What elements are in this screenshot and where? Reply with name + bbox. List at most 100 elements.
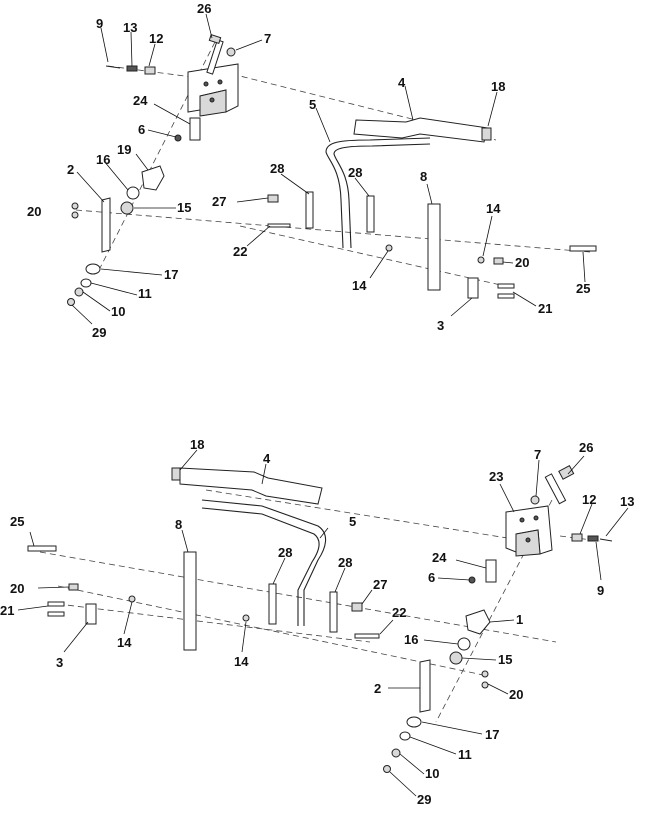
callout-14d: 14 xyxy=(234,654,249,669)
spacer-24 xyxy=(189,117,201,141)
plate-3-b xyxy=(85,603,97,625)
nut-14b xyxy=(477,256,485,264)
plate-28c xyxy=(268,583,277,625)
callout-10: 10 xyxy=(111,304,125,319)
handle-grip-4 xyxy=(353,117,489,143)
bolt-21a xyxy=(497,283,515,289)
callout-5: 5 xyxy=(309,97,316,112)
callout-12-b: 12 xyxy=(582,492,596,507)
callout-11-b: 11 xyxy=(458,747,472,762)
bolt-21b xyxy=(497,293,515,299)
callout-8: 8 xyxy=(420,169,427,184)
callout-15-b: 15 xyxy=(498,652,512,667)
callout-22: 22 xyxy=(233,244,247,259)
callout-23: 23 xyxy=(489,469,503,484)
nut-14c xyxy=(128,595,136,603)
bar-8 xyxy=(427,203,441,291)
callout-26-b: 26 xyxy=(579,440,593,455)
bolt-20e xyxy=(481,681,489,689)
callout-27: 27 xyxy=(212,194,226,209)
pin-9-b xyxy=(599,538,613,542)
washer-17 xyxy=(85,263,101,275)
callout-6: 6 xyxy=(138,122,145,137)
nut-7 xyxy=(226,47,236,57)
callout-26: 26 xyxy=(197,1,211,16)
callout-14b: 14 xyxy=(486,201,501,216)
callout-14a: 14 xyxy=(352,278,367,293)
callout-20b: 20 xyxy=(515,255,529,270)
callout-12: 12 xyxy=(149,31,163,46)
callout-5-b: 5 xyxy=(349,514,356,529)
nut-10-b xyxy=(391,748,401,758)
spring-13-b xyxy=(587,535,599,542)
bottom-assembly: 18 4 25 8 28 28 27 22 20 21 3 14 14 5 23… xyxy=(0,437,634,807)
bolt-20a xyxy=(71,202,79,210)
plate-28a xyxy=(305,191,314,229)
callout-28c: 28 xyxy=(278,545,292,560)
bolt-27 xyxy=(267,194,279,203)
callout-20c: 20 xyxy=(509,687,523,702)
bar-8-b xyxy=(183,551,197,651)
washer-11-b xyxy=(399,731,411,741)
plate-28b xyxy=(366,195,375,233)
callout-7: 7 xyxy=(264,31,271,46)
bushing-12 xyxy=(144,66,156,75)
bolt-21c xyxy=(47,601,65,607)
pivot-bracket xyxy=(187,63,239,117)
callout-10-b: 10 xyxy=(425,766,439,781)
callout-13-b: 13 xyxy=(620,494,634,509)
bolt-22 xyxy=(267,223,291,228)
bushing-15-b xyxy=(449,651,463,665)
nut-14a xyxy=(385,244,393,252)
bolt-25-b xyxy=(27,545,57,552)
callout-29-b: 29 xyxy=(417,792,431,807)
bolt-22-b xyxy=(354,633,380,639)
callout-20: 20 xyxy=(27,204,41,219)
callout-9: 9 xyxy=(96,16,103,31)
callout-7-b: 7 xyxy=(534,447,541,462)
callout-25-b: 25 xyxy=(10,514,24,529)
callout-4: 4 xyxy=(398,75,406,90)
plate-3 xyxy=(467,277,479,299)
callout-1: 1 xyxy=(516,612,523,627)
bolt-20c xyxy=(493,257,504,265)
callout-3-b: 3 xyxy=(56,655,63,670)
bushing-12-b xyxy=(571,533,583,542)
callout-8-b: 8 xyxy=(175,517,182,532)
nut-29-b xyxy=(383,765,391,773)
callout-17: 17 xyxy=(164,267,178,282)
bolt-26-b xyxy=(544,464,575,505)
bolt-20b xyxy=(71,211,79,219)
nut-14d xyxy=(242,614,250,622)
clamp-19 xyxy=(141,165,165,191)
callout-21-b: 21 xyxy=(0,603,14,618)
callout-11: 11 xyxy=(138,286,152,301)
bolt-20d xyxy=(481,670,489,678)
bushing-15 xyxy=(120,201,134,215)
top-assembly: 9 13 12 26 7 24 6 19 16 2 20 15 17 11 10… xyxy=(27,1,597,340)
spring-13 xyxy=(126,65,138,72)
bushing-16-b xyxy=(457,637,471,651)
bolt-26 xyxy=(206,33,224,75)
callout-2: 2 xyxy=(67,162,74,177)
pivot-bracket-b xyxy=(505,505,553,557)
bolt-27-b xyxy=(351,602,363,612)
callout-24: 24 xyxy=(133,93,148,108)
end-cap-18 xyxy=(481,127,492,141)
nut-7-b xyxy=(530,495,540,505)
spacer-24-b xyxy=(485,559,497,583)
callout-2-b: 2 xyxy=(374,681,381,696)
callout-21: 21 xyxy=(538,301,552,316)
callout-6-b: 6 xyxy=(428,570,435,585)
washer-11 xyxy=(80,278,92,288)
callout-20-b: 20 xyxy=(10,581,24,596)
clamp-1 xyxy=(465,609,491,635)
callout-16-b: 16 xyxy=(404,632,418,647)
bolt-25 xyxy=(569,245,597,252)
callout-4-b: 4 xyxy=(263,451,271,466)
callout-18-b: 18 xyxy=(190,437,204,452)
washer-17-b xyxy=(406,716,422,728)
callout-14c: 14 xyxy=(117,635,132,650)
callout-27-b: 27 xyxy=(373,577,387,592)
